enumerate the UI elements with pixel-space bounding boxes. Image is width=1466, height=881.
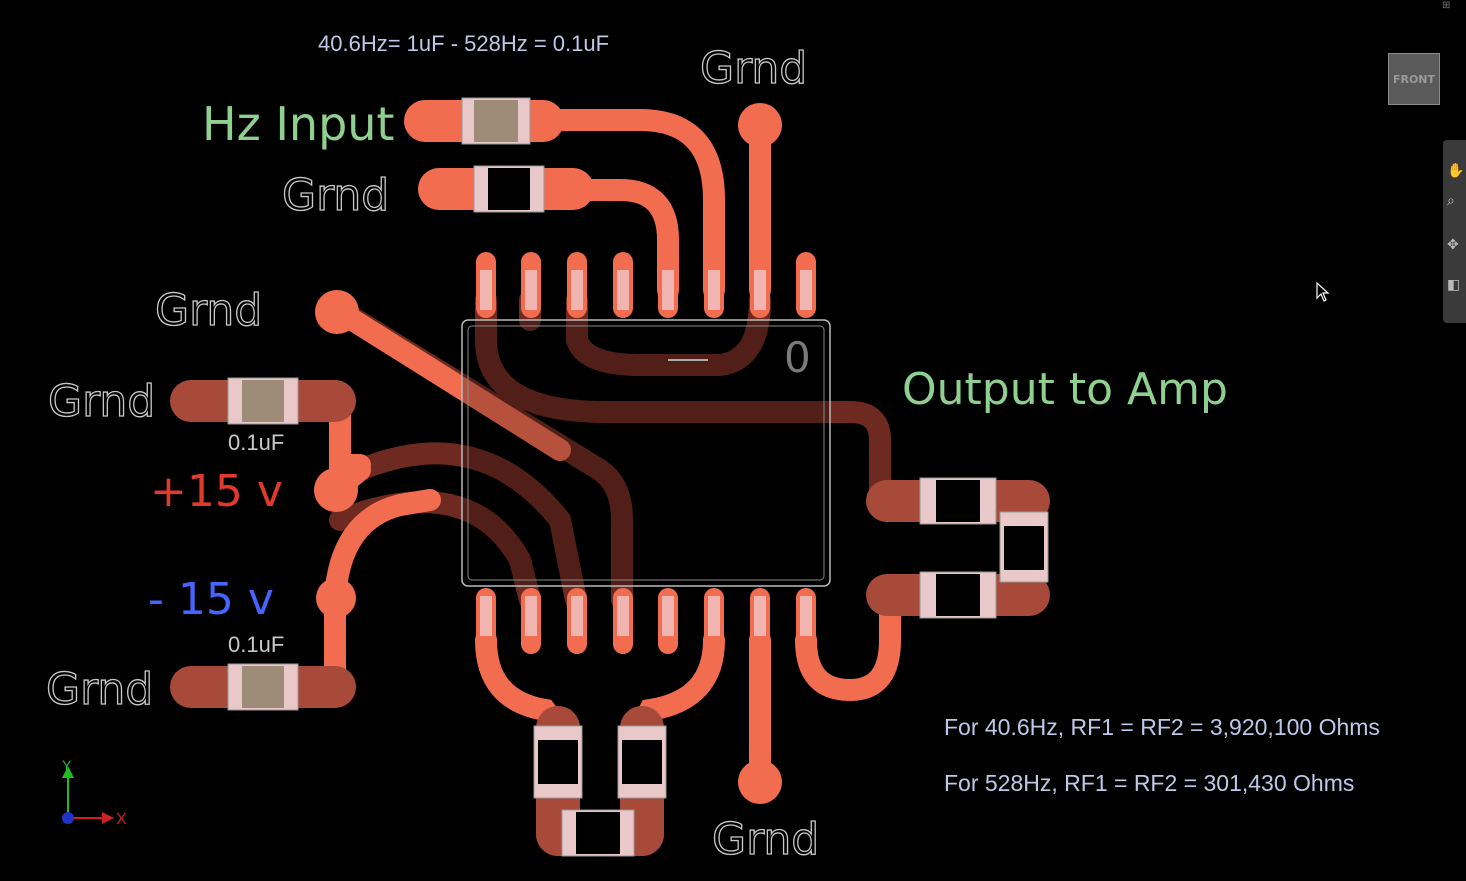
window-tile-icon[interactable]: ⊞	[1442, 0, 1451, 11]
label-grnd-cap1: Grnd	[48, 376, 155, 427]
label-minus15: - 15 v	[148, 574, 274, 625]
rf-note-1: For 40.6Hz, RF1 = RF2 = 3,920,100 Ohms	[944, 714, 1380, 740]
chip-index-label: 0	[784, 333, 811, 382]
bottom-resistors	[533, 706, 667, 857]
axis-triad-icon: Y X	[62, 757, 127, 828]
view-icon[interactable]: ◧	[1447, 276, 1461, 292]
label-output: Output to Amp	[902, 364, 1228, 415]
zoom-icon[interactable]: ⌕	[1447, 192, 1455, 208]
cap-1	[170, 377, 356, 425]
viewcube-front[interactable]: FRONT	[1388, 53, 1440, 105]
label-grnd-cap2: Grnd	[46, 664, 153, 715]
label-cap2-value: 0.1uF	[228, 632, 284, 657]
viewcube-face-label: FRONT	[1392, 72, 1436, 86]
mouse-cursor-icon	[1316, 282, 1330, 302]
round-pads	[314, 103, 782, 804]
label-grnd-mid: Grnd	[155, 285, 262, 336]
cap-hz-input	[404, 97, 564, 145]
label-grnd-bottom: Grnd	[712, 814, 819, 865]
label-hz-input: Hz Input	[202, 97, 394, 151]
freq-note: 40.6Hz= 1uF - 528Hz = 0.1uF	[318, 31, 609, 56]
cap-2	[170, 663, 356, 711]
chip-pins-top	[476, 252, 816, 318]
label-grnd-top: Grnd	[700, 43, 807, 94]
pan-hand-icon[interactable]: ✋	[1447, 162, 1465, 178]
orbit-icon[interactable]: ✥	[1447, 236, 1459, 252]
axis-y-label: Y	[62, 757, 72, 773]
chip-pins-bottom	[476, 588, 816, 654]
label-plus15: +15 v	[150, 466, 283, 517]
rf-note-2: For 528Hz, RF1 = RF2 = 301,430 Ohms	[944, 770, 1354, 796]
ic-chip	[461, 319, 831, 587]
label-grnd-input: Grnd	[282, 170, 389, 221]
output-resistors	[866, 477, 1050, 619]
label-cap1-value: 0.1uF	[228, 430, 284, 455]
axis-x-label: X	[116, 811, 127, 828]
navigation-bar: ✋ ⌕ ✥ ◧	[1443, 140, 1466, 323]
cap-hz-grnd	[418, 165, 594, 213]
